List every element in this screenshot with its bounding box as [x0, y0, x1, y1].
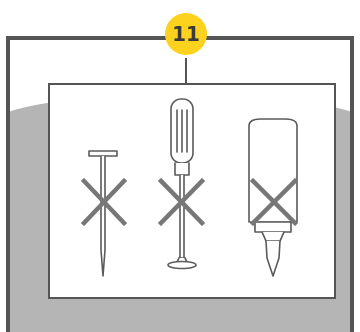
cross-mark-icon [80, 177, 128, 227]
screwdriver-icon [167, 98, 197, 270]
step-badge-circle [165, 13, 207, 55]
cross-mark-icon [157, 177, 206, 227]
nail-icon [88, 150, 118, 277]
cross-mark-icon [249, 177, 299, 227]
step-number: 11 [172, 22, 200, 46]
adhesive-cartridge-icon [248, 118, 298, 277]
step-badge: 11 [165, 13, 207, 55]
